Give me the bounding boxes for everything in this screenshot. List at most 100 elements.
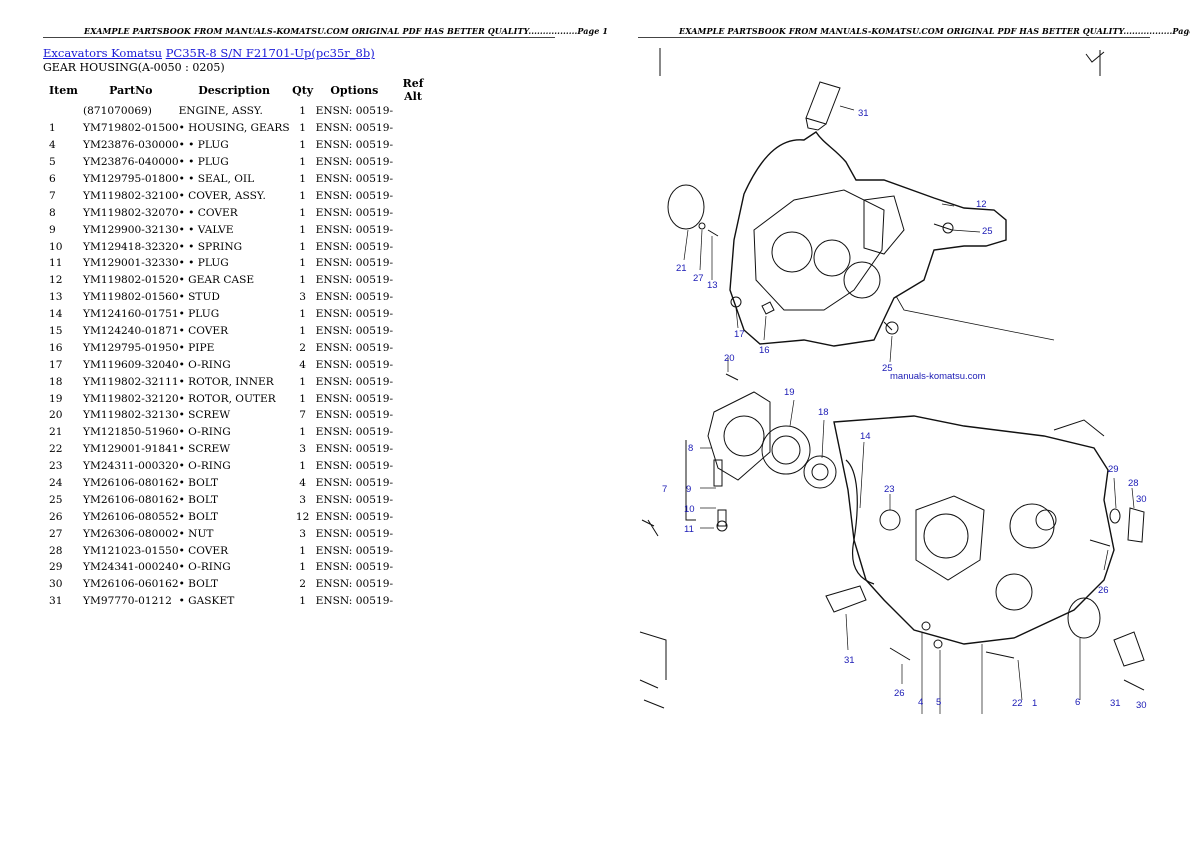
bolt-left-bottom <box>643 699 665 709</box>
cell-partno: YM23876-030000 <box>83 139 179 152</box>
cell-description: • COVER <box>178 325 229 338</box>
cell-ref-alt <box>393 323 433 340</box>
callout-31-right: 31 <box>1110 698 1121 709</box>
cell-description: • GEAR CASE <box>178 274 255 287</box>
cell-partno: YM26106-060162 <box>83 578 179 591</box>
cell-qty: 1 <box>299 223 307 236</box>
cell-qty: 1 <box>299 308 307 321</box>
cell-item: 27 <box>49 527 63 540</box>
cell-description: • BOLT <box>178 493 219 506</box>
cell-qty: 1 <box>299 274 307 287</box>
cell-options: ENSN: 00519- <box>315 206 394 219</box>
breadcrumb-link-category[interactable]: Excavators Komatsu <box>43 46 163 60</box>
cell-qty: 12 <box>295 510 310 523</box>
cell-ref-alt <box>393 424 433 441</box>
cell-item: 17 <box>49 358 63 371</box>
cell-partno: YM119802-01520 <box>83 274 179 287</box>
cell-qty: 1 <box>299 460 307 473</box>
cell-options: ENSN: 00519- <box>315 122 394 135</box>
cell-partno: YM24311-000320 <box>83 460 179 473</box>
cell-partno: YM26106-080162 <box>83 493 179 506</box>
cell-item: 5 <box>49 156 56 169</box>
callout-14: 14 <box>860 431 871 442</box>
cell-ref-alt <box>393 171 433 188</box>
cell-description: • • SPRING <box>178 240 243 253</box>
cell-options: ENSN: 00519- <box>315 477 394 490</box>
cover-assy-bracket-7 <box>685 440 696 521</box>
parts-table-header-row: Item PartNo Description Qty Options Ref … <box>43 77 433 103</box>
breadcrumb-link-model[interactable]: PC35R-8 S/N F21701-Up(pc35r_8b) <box>165 46 375 60</box>
gasket-lower <box>845 459 875 585</box>
callout-11: 11 <box>684 524 694 535</box>
cell-options: ENSN: 00519- <box>315 189 394 202</box>
cell-item: 6 <box>49 173 56 185</box>
cell-item: 16 <box>49 341 63 354</box>
cell-options: ENSN: 00519- <box>315 510 394 523</box>
cell-ref-alt <box>393 356 433 373</box>
cell-qty: 3 <box>299 493 307 506</box>
cell-options: ENSN: 00519- <box>315 409 394 422</box>
cell-partno: YM26106-080162 <box>83 477 179 490</box>
cover-28 <box>1127 507 1145 543</box>
cell-options: ENSN: 00519- <box>315 426 394 439</box>
cell-description: • COVER, ASSY. <box>178 189 266 202</box>
stud-13 <box>707 229 719 237</box>
cell-ref-alt <box>393 390 433 407</box>
rotor-inner-18 <box>803 455 837 489</box>
cell-description: • O-RING <box>178 561 231 574</box>
gear-case-cover <box>729 131 1055 347</box>
cell-ref-alt <box>393 491 433 508</box>
callout-29: 29 <box>1108 464 1119 475</box>
callout-26-bottom: 26 <box>894 688 905 699</box>
cell-item: 1 <box>49 122 56 135</box>
callout-labels: 31 12 25 21 27 13 17 16 25 20 19 18 14 8… <box>662 108 1147 711</box>
cell-qty: 1 <box>299 122 307 135</box>
cell-item: 21 <box>49 426 63 439</box>
bolt-30-bottom <box>1123 679 1145 691</box>
cell-qty: 1 <box>299 544 307 557</box>
o-ring-21 <box>667 184 705 230</box>
cell-item: 20 <box>49 409 63 422</box>
cell-partno: (871070069) <box>83 105 152 118</box>
oil-seal-6 <box>1067 597 1101 639</box>
cell-options: ENSN: 00519- <box>315 291 394 304</box>
callout-22: 22 <box>1012 698 1023 709</box>
cell-item: 31 <box>49 595 63 608</box>
callout-9: 9 <box>686 484 691 495</box>
cell-partno: YM119609-32040 <box>83 358 179 371</box>
column-header-ref-alt: Ref Alt <box>402 77 424 103</box>
cell-item: 29 <box>49 561 63 574</box>
cell-partno: YM124240-01871 <box>83 325 179 338</box>
cell-qty: 1 <box>299 325 307 338</box>
cell-item: 28 <box>49 544 63 557</box>
oil-pump-cover <box>707 391 771 481</box>
cell-partno: YM124160-01751 <box>83 308 179 321</box>
sealant-tube-bottom <box>825 585 867 613</box>
diagram-left-fragment <box>639 631 667 689</box>
cell-ref-alt <box>393 120 433 137</box>
nut-27 <box>698 222 706 230</box>
cell-ref-alt <box>393 137 433 154</box>
plug-4 <box>921 621 931 631</box>
callout-31-bottom: 31 <box>844 655 855 666</box>
cell-qty: 1 <box>299 257 307 270</box>
cell-ref-alt <box>393 458 433 475</box>
gear-housing-main <box>833 415 1115 645</box>
cell-options: ENSN: 00519- <box>315 493 394 506</box>
cell-partno: YM129795-01800 <box>83 173 179 185</box>
callout-4: 4 <box>918 697 923 708</box>
cell-qty: 1 <box>299 426 307 439</box>
cell-partno: YM26106-080552 <box>83 510 179 523</box>
page-1-header: EXAMPLE PARTSBOOK FROM MANUALS-KOMATSU.C… <box>84 26 608 36</box>
cell-options: ENSN: 00519- <box>315 341 394 354</box>
